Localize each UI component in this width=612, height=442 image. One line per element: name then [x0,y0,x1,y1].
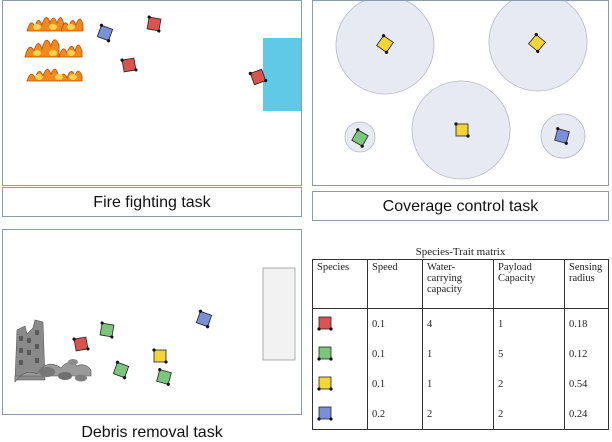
table-row: 0.2 2 2 0.24 [312,399,609,430]
header-speed: Speed [367,259,423,309]
coverage-control-caption: Coverage control task [312,191,609,221]
table-row: 0.1 4 1 0.18 [312,308,609,339]
payload-cell: 5 [493,339,565,369]
payload-cell: 1 [493,308,565,339]
header-payload: Payload Capacity [493,259,565,309]
robot-red [146,15,162,33]
caption-text: Debris removal task [81,424,223,441]
robot-red [72,336,90,352]
robot-yellow [454,122,470,138]
payload-cell: 2 [493,399,565,430]
payload-cell: 2 [493,369,565,399]
robot-yellow [376,34,394,54]
robot-blue [96,23,114,43]
robot-red [120,57,138,73]
robot-green [156,368,172,386]
robot-green [112,360,130,380]
table-header-row: Species Speed Water- carrying capacity P… [312,259,609,309]
species-cell [312,308,368,339]
debris-removal-panel [2,229,302,415]
robot-green [99,321,115,339]
robot-yellow [527,32,547,54]
species-cell [312,339,368,369]
sensing-cell: 0.54 [564,369,609,399]
coverage-control-scene [335,0,588,180]
rubble-icon [14,319,92,383]
fire-fighting-panel [2,0,302,186]
robot-yellow [152,348,168,364]
species-cell [312,369,368,399]
robot-green-icon [317,346,333,361]
robot-blue [195,309,213,329]
sensing-cell: 0.24 [564,399,609,430]
water-cell: 1 [422,339,494,369]
robot-red [248,68,268,86]
water-source [263,38,301,111]
caption-text: Fire fighting task [93,194,211,211]
water-cell: 2 [422,399,494,430]
water-cell: 1 [422,369,494,399]
species-trait-table: Species Speed Water- carrying capacity P… [312,259,609,430]
robot-blue [554,127,570,145]
speed-cell: 0.1 [367,369,423,399]
header-sensing: Sensing radius [564,259,609,309]
sensing-cell: 0.18 [564,308,609,339]
robot-red-icon [317,316,333,331]
fire-fighting-scene [24,15,301,111]
water-cell: 4 [422,308,494,339]
sensing-cell: 0.12 [564,339,609,369]
fire-fighting-caption: Fire fighting task [2,187,302,217]
robot-yellow-icon [317,376,333,391]
debris-removal-caption: Debris removal task [2,424,302,442]
debris-removal-scene [14,267,296,386]
fire-icon [24,17,84,82]
coverage-control-panel [312,0,609,186]
robot-blue-icon [317,406,333,421]
speed-cell: 0.1 [367,308,423,339]
robot-green [351,128,369,148]
table-row: 0.1 1 5 0.12 [312,339,609,369]
table-row: 0.1 1 2 0.54 [312,369,609,399]
speed-cell: 0.2 [367,399,423,430]
table-title: Species-Trait matrix [415,246,506,258]
speed-cell: 0.1 [367,339,423,369]
header-species: Species [312,259,368,309]
header-water: Water- carrying capacity [422,259,494,309]
caption-text: Coverage control task [382,198,539,215]
species-cell [312,399,368,430]
dropoff-zone [262,267,296,361]
